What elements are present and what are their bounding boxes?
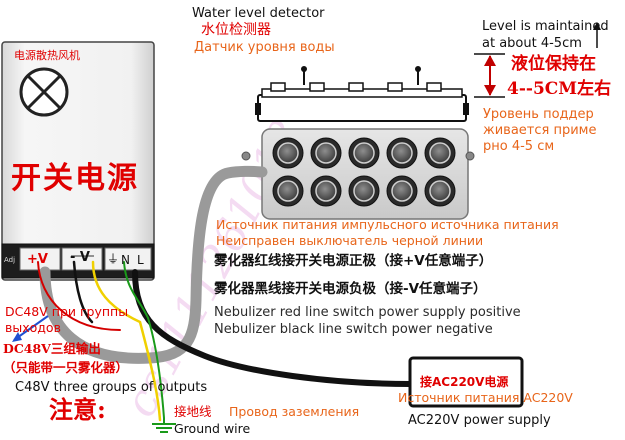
ac-box-label: 接AC220V电源 xyxy=(420,375,509,389)
level-label-ru-3: рно 4-5 см xyxy=(483,139,555,154)
level-arrow xyxy=(474,53,505,98)
level-label-en-1: Level is maintained xyxy=(482,19,609,34)
ground-label-ru: Провод заземления xyxy=(229,404,360,419)
water-level-detector xyxy=(255,66,469,122)
level-label-ru-1: Уровень поддер xyxy=(483,107,594,122)
wire-black-dc xyxy=(72,260,94,324)
level-label-ru-2: живается приме xyxy=(483,123,597,138)
dc-output-ru-1: DC48V при группы xyxy=(5,304,129,319)
pointer-arrow xyxy=(593,22,601,48)
dc-output-en: C48V three groups of outputs xyxy=(15,380,208,395)
nebulizer-head-disc xyxy=(315,180,337,202)
nebulizer-heads xyxy=(272,137,456,207)
wire-green-ground xyxy=(123,261,165,419)
warning-label: 注意: xyxy=(49,395,106,424)
wire-yellow xyxy=(91,260,162,422)
ac-label-ru: Источник питания AC220V xyxy=(398,390,573,405)
dc-output-zh-1: DC48V三组输出 xyxy=(3,341,101,356)
note-ru-source: Источник питания импульсного источника п… xyxy=(216,217,559,232)
ground-label-en: Ground wire xyxy=(174,421,251,436)
terminal-l: L xyxy=(137,253,144,267)
power-supply-title: 开关电源 xyxy=(11,161,139,196)
nebulizer-head-disc xyxy=(353,180,375,202)
ground-label-zh: 接地线 xyxy=(174,404,212,419)
nebulizer-head-disc xyxy=(391,142,413,164)
note-en-black: Nebulizer black line switch power negati… xyxy=(214,322,493,337)
nebulizer-plate xyxy=(241,128,475,220)
nebulizer-head-disc xyxy=(429,180,451,202)
nebulizer-head-disc xyxy=(277,180,299,202)
conduit-dc xyxy=(39,165,268,364)
ac-power-box xyxy=(408,356,524,408)
fan-label: 电源散热风机 xyxy=(14,49,80,62)
level-label-en-2: at about 4-5cm xyxy=(482,36,582,51)
nebulizer-head-disc xyxy=(429,142,451,164)
note-en-red: Nebulizer red line switch power supply p… xyxy=(214,305,521,320)
detector-label-ru: Датчик уровня воды xyxy=(194,40,335,55)
terminal-adj: Adj xyxy=(4,256,16,264)
dc-output-arrow xyxy=(12,315,49,342)
terminal-n: N xyxy=(121,253,130,267)
cable-ac xyxy=(132,269,413,387)
note-ru-black-line: Неисправен выключатель черной линии xyxy=(216,233,484,248)
note-zh-black: 雾化器黑线接开关电源负极（接-V任意端子） xyxy=(214,281,487,297)
wire-red-dc xyxy=(37,261,121,331)
level-label-zh-2: 4--5CM左右 xyxy=(507,79,612,99)
terminal-ground: ⏚ xyxy=(107,252,120,266)
fan-icon xyxy=(19,67,69,117)
detector-label-en: Water level detector xyxy=(192,6,325,21)
dc-output-zh-2: （只能带一只雾化器） xyxy=(3,360,129,375)
note-zh-red: 雾化器红线接开关电源正极（接+V任意端子） xyxy=(214,253,493,269)
terminal-minus-v: - V xyxy=(70,250,90,265)
dc-output-ru-2: выходов xyxy=(5,320,61,335)
nebulizer-head-disc xyxy=(391,180,413,202)
wiring xyxy=(37,165,413,422)
ac-label-en: AC220V power supply xyxy=(408,413,551,428)
level-label-zh-1: 液位保持在 xyxy=(511,54,596,74)
terminal-plus-v: +V xyxy=(27,252,48,267)
ground-icon xyxy=(152,418,176,433)
detector-label-zh: 水位检测器 xyxy=(201,22,271,38)
nebulizer-head-disc xyxy=(277,142,299,164)
nebulizer-head-disc xyxy=(353,142,375,164)
power-supply xyxy=(1,41,155,281)
nebulizer-head-disc xyxy=(315,142,337,164)
